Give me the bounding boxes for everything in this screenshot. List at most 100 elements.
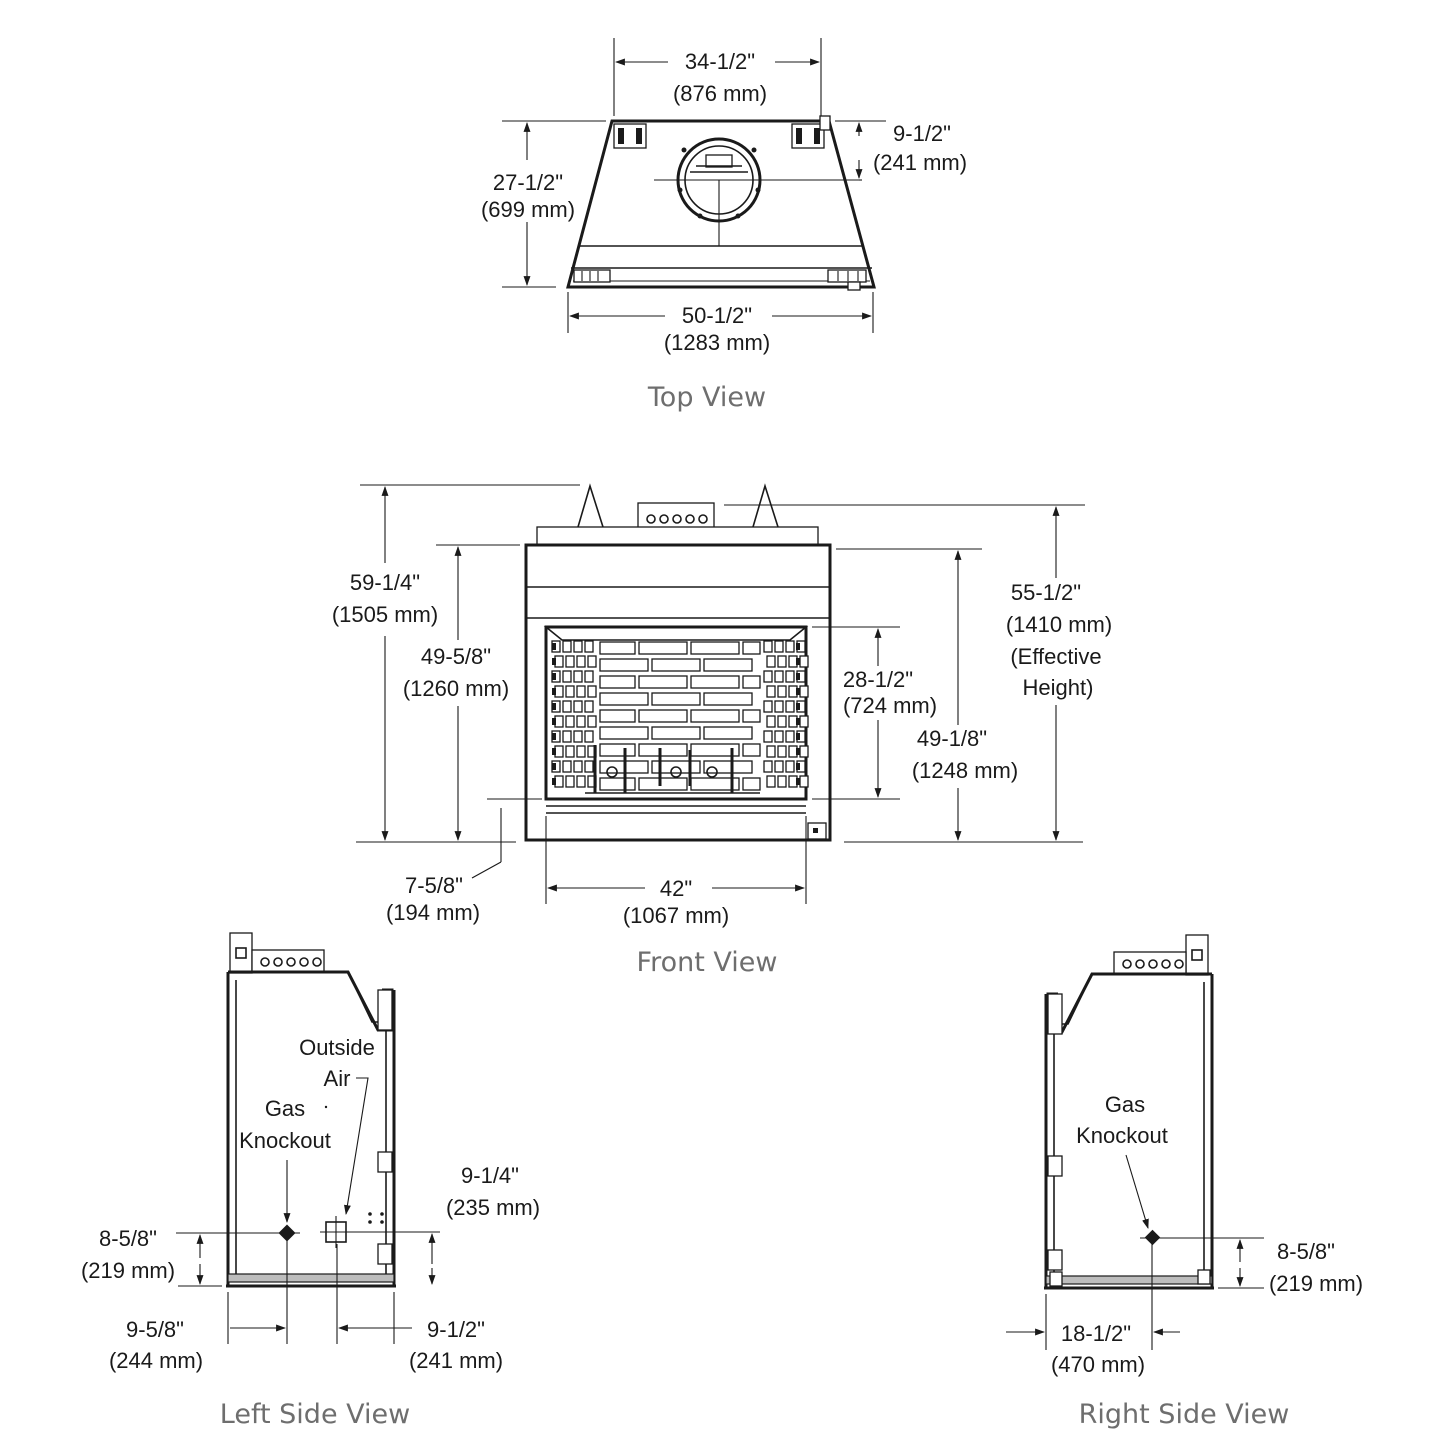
brick	[777, 655, 787, 668]
left-gas-height-imperial: 8-5/8"	[99, 1226, 157, 1251]
right-gas-offset-metric: (470 mm)	[1051, 1352, 1145, 1377]
flue-collar-icon	[654, 137, 862, 246]
brick	[796, 763, 800, 770]
brick	[576, 745, 586, 758]
brick	[584, 760, 594, 773]
brick	[552, 673, 556, 680]
brick	[799, 655, 809, 668]
bottom-width-metric: (1283 mm)	[664, 330, 770, 355]
brick	[742, 743, 761, 757]
brick	[552, 763, 556, 770]
brick	[796, 688, 800, 695]
front-view-body	[524, 483, 832, 842]
brick	[774, 640, 784, 653]
brick	[796, 748, 800, 755]
base-height-metric: (194 mm)	[386, 900, 480, 925]
front-view-labels: 59-1/4" (1505 mm) 49-5/8" (1260 mm) 28-1…	[332, 570, 1112, 978]
overall-height-imperial: 59-1/4"	[350, 570, 420, 595]
brick	[796, 658, 800, 665]
log-set-icon	[585, 745, 760, 794]
brick	[742, 675, 761, 689]
outside-air-label-1: Outside	[299, 1035, 375, 1060]
air-height-metric: (235 mm)	[446, 1195, 540, 1220]
brick	[777, 745, 787, 758]
top-view-caption: Top View	[647, 382, 766, 413]
brick	[638, 675, 688, 689]
left-side-body	[226, 932, 396, 1288]
brick	[584, 730, 594, 743]
right-frame-height-metric: (1248 mm)	[912, 758, 1018, 783]
top-view-labels: 34-1/2" (876 mm) 9-1/2" (241 mm) 27-1/2"…	[481, 49, 967, 413]
brick	[576, 775, 586, 788]
left-gas-height-metric: (219 mm)	[81, 1258, 175, 1283]
right-gas-knockout-icon	[1125, 1154, 1161, 1246]
top-offset-metric: (241 mm)	[873, 150, 967, 175]
brick	[690, 641, 740, 655]
brick	[788, 685, 798, 698]
top-width-imperial: 34-1/2"	[685, 49, 755, 74]
brick	[565, 775, 575, 788]
brick	[799, 775, 809, 788]
brick	[742, 777, 761, 791]
brick	[742, 709, 761, 723]
brick	[774, 760, 784, 773]
air-offset-metric: (241 mm)	[409, 1348, 503, 1373]
brick	[788, 745, 798, 758]
brick	[766, 655, 776, 668]
right-gas-label-1: Gas	[1105, 1092, 1145, 1117]
brick	[785, 670, 795, 683]
brick	[565, 715, 575, 728]
outside-air-label-2: Air	[324, 1066, 351, 1091]
brick	[788, 775, 798, 788]
brick	[599, 777, 636, 791]
brick	[796, 703, 800, 710]
air-height-imperial: 9-1/4"	[461, 1163, 519, 1188]
brick	[552, 733, 556, 740]
brick	[562, 700, 572, 713]
brick	[599, 675, 636, 689]
brick	[777, 685, 787, 698]
brick	[562, 730, 572, 743]
brick	[599, 641, 636, 655]
brick	[651, 726, 701, 740]
brick	[703, 658, 753, 672]
brick	[785, 640, 795, 653]
brick	[774, 730, 784, 743]
brick	[573, 730, 583, 743]
right-side-view: Gas Knockout 8-5/8" (219 mm) 18-1/2" (47…	[1006, 934, 1363, 1430]
base-height-imperial: 7-5/8"	[405, 873, 463, 898]
outside-air-icon	[320, 1077, 369, 1248]
brick	[796, 673, 800, 680]
brick	[554, 775, 564, 788]
brick	[573, 670, 583, 683]
frame-height-imperial: 49-5/8"	[421, 644, 491, 669]
top-view-dimensions	[502, 38, 886, 333]
left-gas-label-2: Knockout	[239, 1128, 331, 1153]
brick	[777, 775, 787, 788]
brick	[690, 675, 740, 689]
right-gas-offset-imperial: 18-1/2"	[1061, 1321, 1131, 1346]
front-view-caption: Front View	[637, 947, 778, 978]
top-depth-metric: (699 mm)	[481, 197, 575, 222]
brick	[766, 685, 776, 698]
brick	[766, 775, 776, 788]
brick	[552, 748, 556, 755]
gas-offset-metric: (244 mm)	[109, 1348, 203, 1373]
brick	[796, 733, 800, 740]
brick	[766, 745, 776, 758]
brick	[785, 760, 795, 773]
brick	[796, 643, 800, 650]
brick	[565, 655, 575, 668]
brick	[576, 715, 586, 728]
brick	[638, 641, 688, 655]
brick	[584, 700, 594, 713]
bottom-width-imperial: 50-1/2"	[682, 303, 752, 328]
brick	[562, 640, 572, 653]
brick	[799, 685, 809, 698]
brick	[587, 685, 597, 698]
effective-height-label-2: Height)	[1023, 675, 1094, 700]
brick-pattern	[551, 640, 809, 791]
top-depth-imperial: 27-1/2"	[493, 170, 563, 195]
